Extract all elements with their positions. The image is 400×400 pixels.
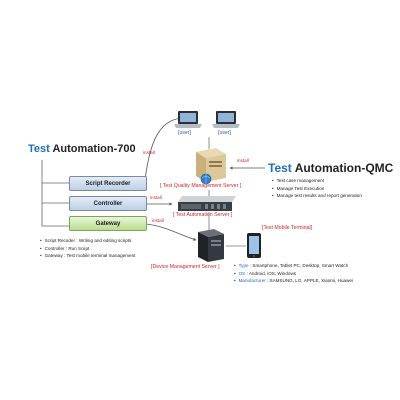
device-server-icon xyxy=(198,229,224,262)
install-arrow-users xyxy=(144,116,183,181)
terminal-type-item: Type : Smartphone, Tablet PC, Desktop, S… xyxy=(234,262,353,270)
gateway-box: Gateway xyxy=(69,216,147,231)
ta700-title-rest: Automation-700 xyxy=(52,143,136,155)
terminal-info-list: Type : Smartphone, Tablet PC, Desktop, S… xyxy=(234,262,353,285)
qmc-title-accent: Test xyxy=(268,161,292,175)
terminal-type-key: Type xyxy=(238,263,249,268)
terminal-manufacturer-value: : SAMSUNG, LG, APPLE, Xiaomi, Huawei xyxy=(266,278,354,284)
quality-server-icon xyxy=(196,148,226,185)
qmc-bullet: Manage Test Execution xyxy=(272,185,362,193)
qmc-title-rest: Automation-QMC xyxy=(294,161,394,175)
install-label-device: install xyxy=(152,218,164,223)
qmc-title: Test Automation-QMC xyxy=(268,161,393,175)
smartphone-icon xyxy=(247,233,261,258)
controller-label: Controller xyxy=(93,200,123,207)
ta700-bullet: Script Recoder : Writing and editing scr… xyxy=(40,237,135,245)
install-label-qmc: install xyxy=(237,158,249,163)
terminal-os-value: : Android, iOS, Windows xyxy=(246,270,297,276)
terminal-os-item: OS : Android, iOS, Windows xyxy=(234,270,353,278)
ta700-bullet-list: Script Recoder : Writing and editing scr… xyxy=(40,237,136,260)
ta700-bullet: Controller : Run Sciipt xyxy=(40,245,135,253)
ta700-title-accent: Test xyxy=(28,143,50,155)
laptop-icon-1 xyxy=(174,111,202,128)
script-recorder-box: Script Recorder xyxy=(69,176,147,191)
terminal-type-value: : Smartphone, Tablet PC, Desktop, Smart … xyxy=(249,263,349,268)
qmc-bullet-list: Test case management Manage Test Executi… xyxy=(272,177,362,200)
automation-server-label: [ Test Automation Server ] xyxy=(173,212,233,218)
qmc-bullet: Test case management xyxy=(272,177,362,185)
install-label-users: install xyxy=(143,150,155,155)
mobile-terminal-label: [Test Mobile Terminal] xyxy=(262,225,313,231)
user-label: [user] xyxy=(178,130,191,136)
user-label: [user] xyxy=(218,130,231,136)
terminal-manufacturer-key: Manufacturer xyxy=(238,278,266,284)
automation-server-icon xyxy=(178,196,236,211)
install-label-automation: install xyxy=(150,195,162,200)
script-recorder-label: Script Recorder xyxy=(85,180,131,187)
terminal-manufacturer-item: Manufacturer : SAMSUNG, LG, APPLE, Xiaom… xyxy=(234,277,353,285)
device-server-label: [Device Management Server ] xyxy=(151,264,220,270)
left-bracket-line xyxy=(41,160,69,227)
qmc-bullet: Manage test results and report generatio… xyxy=(272,192,362,200)
ta700-title: Test Automation-700 xyxy=(28,143,136,155)
controller-box: Controller xyxy=(69,196,147,211)
quality-server-label: [ Test Quality Management Server ] xyxy=(160,183,242,189)
terminal-os-key: OS xyxy=(238,270,246,276)
install-arrow-device xyxy=(145,223,197,241)
ta700-bullet: Gateway : Test mobile terminal managemen… xyxy=(40,252,136,260)
laptop-icon-2 xyxy=(212,111,240,128)
gateway-label: Gateway xyxy=(95,220,121,227)
